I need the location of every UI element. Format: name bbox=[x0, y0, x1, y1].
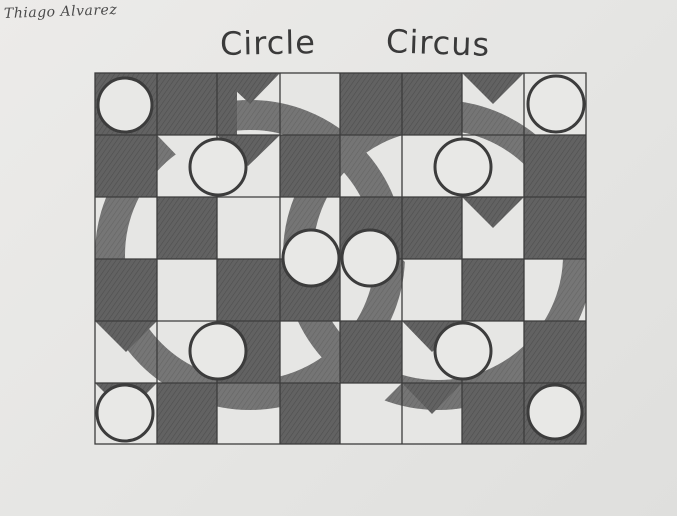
circle-bottom-right bbox=[526, 383, 584, 441]
circle-top-right bbox=[526, 74, 586, 134]
circle-center-right bbox=[340, 228, 400, 288]
circle-upper-left bbox=[188, 137, 248, 197]
circle-lower-left bbox=[188, 321, 248, 381]
circle-top-left bbox=[96, 76, 154, 134]
circle-center-left bbox=[281, 228, 341, 288]
circle-bottom-left bbox=[95, 383, 155, 443]
circle-lower-right bbox=[433, 321, 493, 381]
small-circles bbox=[95, 74, 586, 443]
circle-upper-right bbox=[433, 137, 493, 197]
grid-lines bbox=[94, 72, 587, 445]
